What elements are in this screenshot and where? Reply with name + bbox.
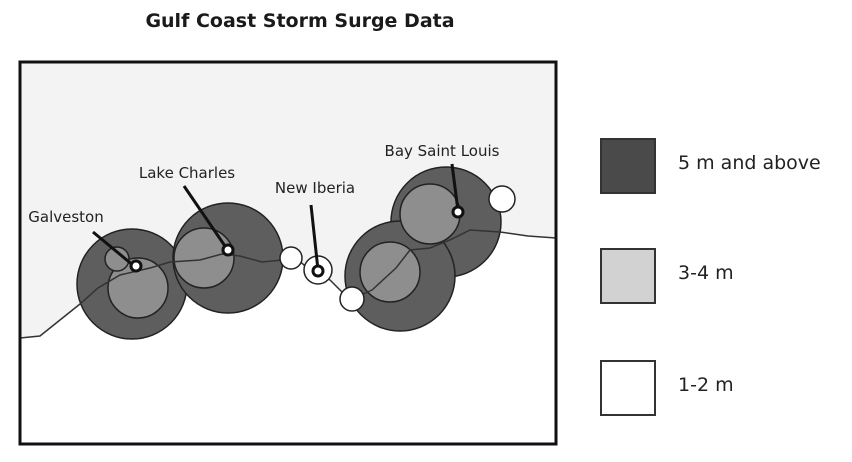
land-area — [20, 62, 556, 338]
map-frame — [18, 60, 558, 446]
legend-label-3-4m: 3-4 m — [678, 262, 734, 284]
legend-label-5m-above: 5 m and above — [678, 152, 821, 174]
lake-charles-leader-line — [182, 185, 229, 250]
legend-swatch-3-4m — [600, 248, 656, 304]
galveston-surge-3-4m-zone — [107, 257, 169, 319]
sabine-surge-1-2m-zone — [279, 246, 303, 270]
map-title: Gulf Coast Storm Surge Data — [145, 10, 455, 32]
galveston-west-surge-3-4m-zone — [104, 246, 130, 272]
new-iberia-label: New Iberia — [275, 179, 355, 197]
new-iberia-marker — [311, 264, 325, 278]
bay-saint-louis-surge-3-4m-zone — [399, 183, 461, 245]
lake-charles-surge-3-4m-zone — [173, 227, 235, 289]
legend-swatch-5m-above — [600, 138, 656, 194]
legend-swatch-1-2m — [600, 360, 656, 416]
legend-label-1-2m: 1-2 m — [678, 374, 734, 396]
bay-saint-louis-marker — [451, 205, 465, 219]
galveston-label: Galveston — [28, 208, 103, 226]
galveston-marker — [129, 259, 143, 273]
galveston-leader-line — [92, 230, 135, 268]
mississippi-surge-1-2m-zone — [488, 185, 516, 213]
delta-surge-1-2m-zone — [339, 286, 365, 312]
bay-saint-louis-leader-line — [450, 163, 460, 212]
east-surge-3-4m-zone — [359, 241, 421, 303]
storm-surge-map: Galveston Lake Charles New Iberia Bay Sa… — [18, 60, 558, 446]
bay-saint-louis-label: Bay Saint Louis — [385, 142, 500, 160]
lake-charles-marker — [221, 243, 235, 257]
new-iberia-leader-line — [309, 204, 320, 271]
lake-charles-label: Lake Charles — [139, 164, 235, 182]
